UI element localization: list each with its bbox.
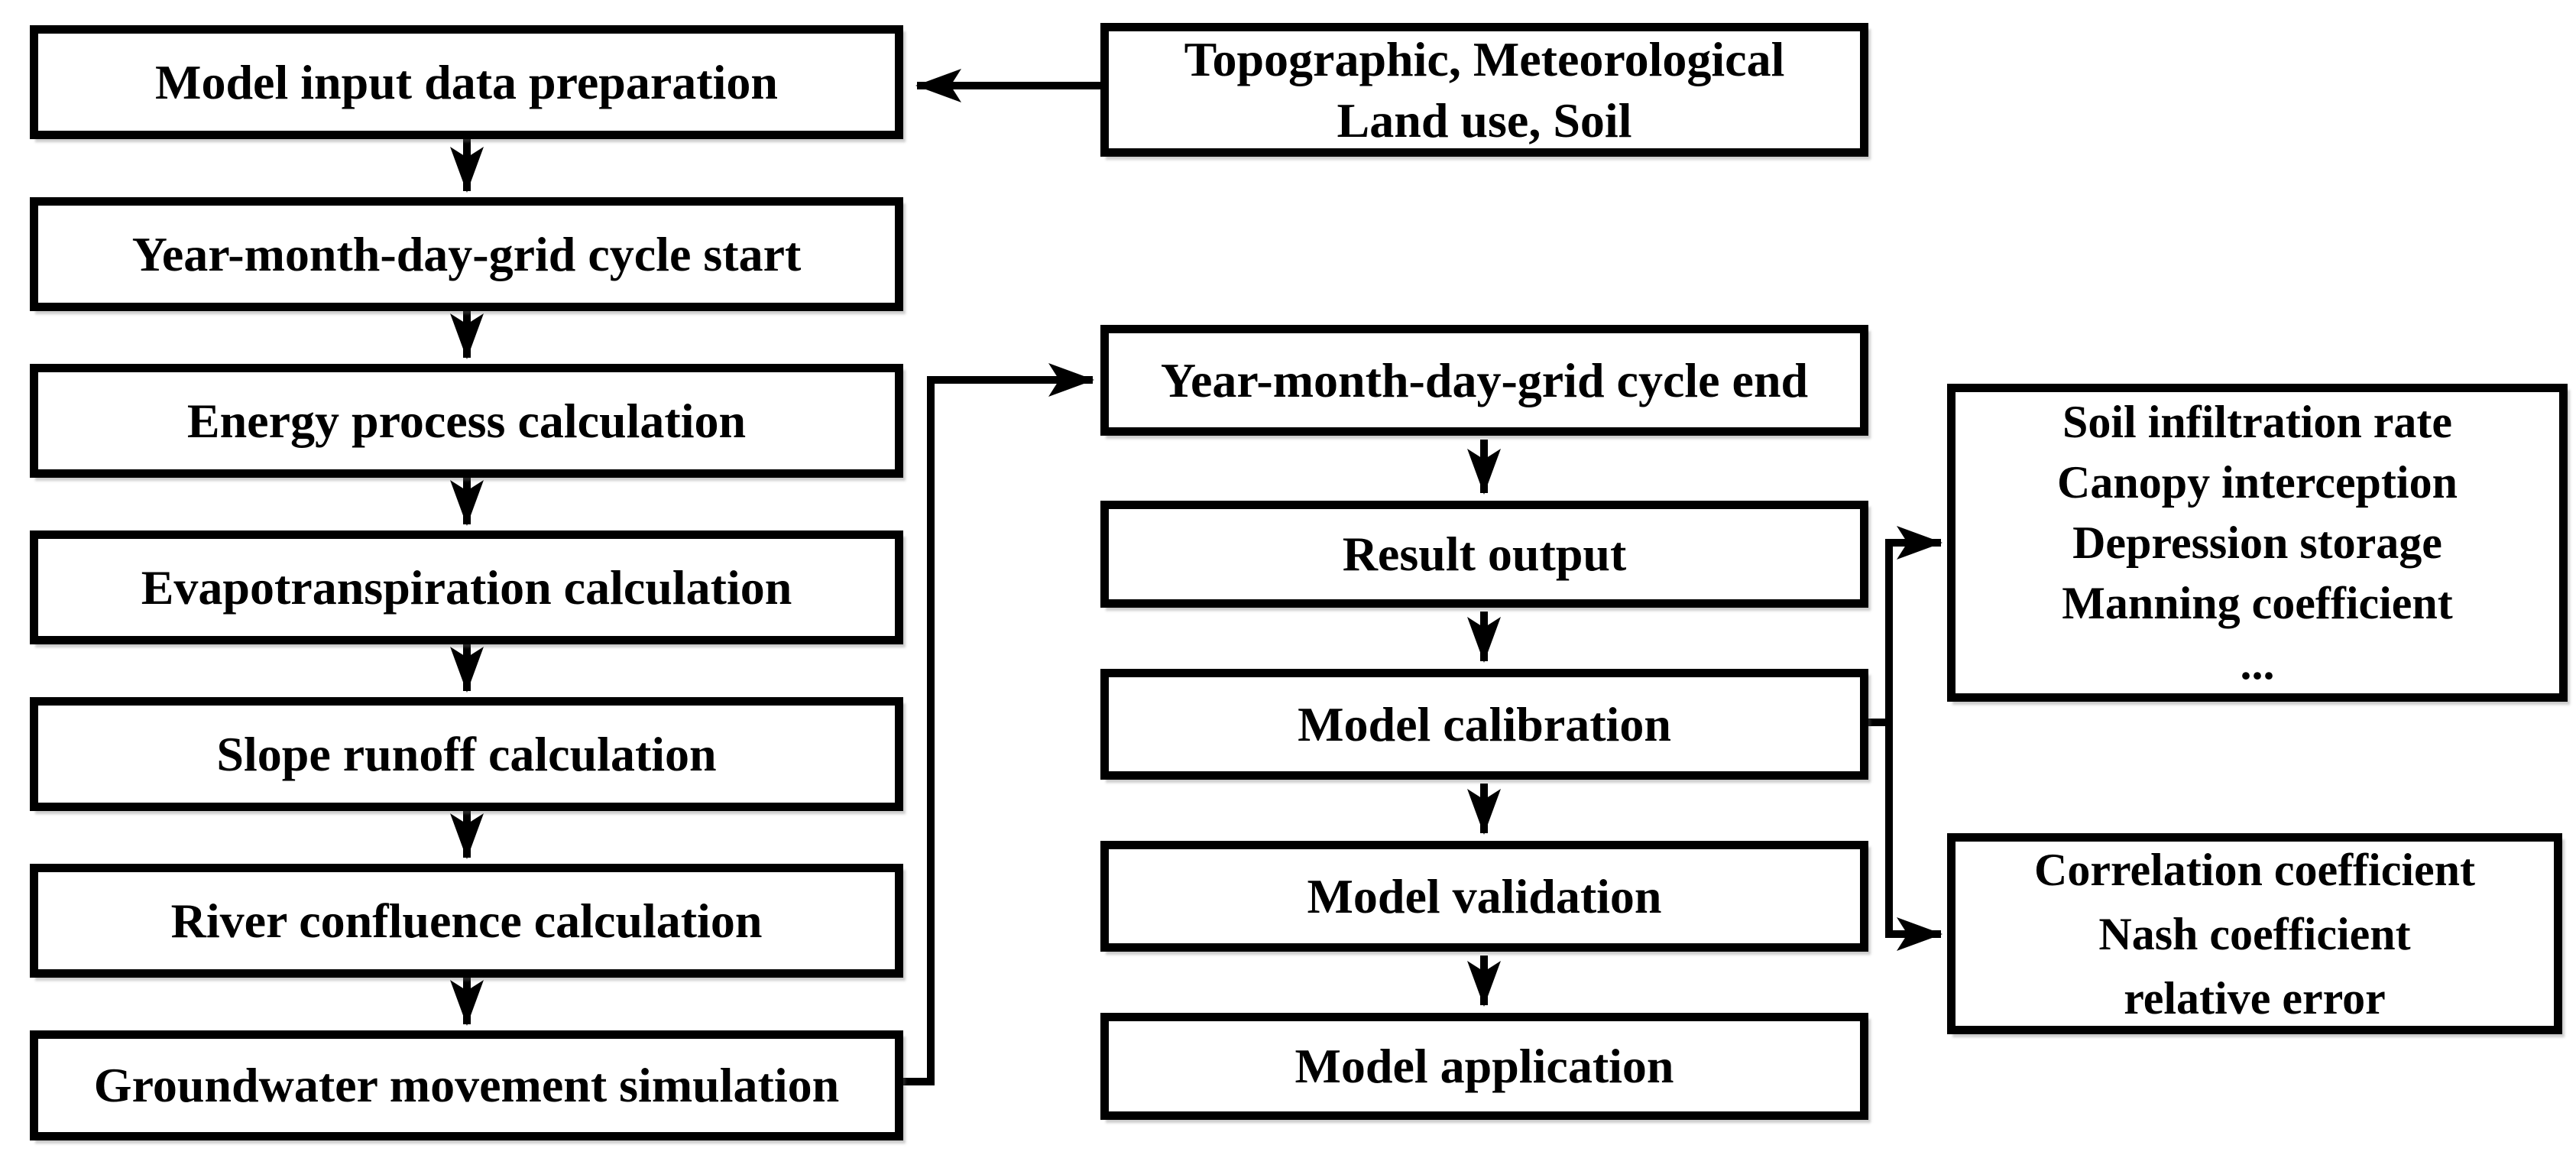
box-label: Model input data preparation — [155, 54, 778, 109]
box-cycle-start: Year-month-day-grid cycle start — [30, 197, 903, 311]
box-label: Slope runoff calculation — [216, 726, 717, 781]
box-evaluation-metrics: Correlation coefficient Nash coefficient… — [1947, 833, 2562, 1034]
box-line: Manning coefficient — [2062, 577, 2453, 628]
box-label: Evapotranspiration calculation — [141, 560, 792, 615]
box-groundwater-movement-simulation: Groundwater movement simulation — [30, 1030, 903, 1140]
box-cycle-end: Year-month-day-grid cycle end — [1100, 325, 1868, 436]
box-line: Correlation coefficient — [2033, 844, 2475, 895]
box-label: Groundwater movement simulation — [93, 1058, 840, 1112]
box-line: ... — [2240, 638, 2275, 689]
box-river-confluence-calculation: River confluence calculation — [30, 864, 903, 978]
box-line: relative error — [2124, 972, 2386, 1024]
box-label: Year-month-day-grid cycle start — [131, 226, 802, 281]
box-label: Model validation — [1307, 868, 1662, 923]
box-result-output: Result output — [1100, 501, 1868, 608]
box-energy-process-calculation: Energy process calculation — [30, 364, 903, 478]
box-model-calibration: Model calibration — [1100, 669, 1868, 780]
box-label: Model calibration — [1298, 696, 1671, 751]
box-model-validation: Model validation — [1100, 841, 1868, 952]
box-label: Energy process calculation — [186, 393, 747, 448]
box-slope-runoff-calculation: Slope runoff calculation — [30, 697, 903, 811]
connector-groundwater-to-cycle-end — [903, 363, 1094, 1085]
box-calibration-parameters: Soil infiltration rate Canopy intercepti… — [1947, 384, 2568, 702]
box-model-input-data-preparation: Model input data preparation — [30, 25, 903, 139]
box-label: Year-month-day-grid cycle end — [1160, 352, 1809, 407]
box-line: Land use, Soil — [1337, 92, 1632, 148]
box-line: Topographic, Meteorological — [1184, 31, 1785, 86]
box-line: Canopy interception — [2057, 456, 2458, 508]
box-line: Nash coefficient — [2098, 908, 2411, 959]
connector-calibration-to-parameters — [1868, 526, 1943, 726]
box-line: Soil infiltration rate — [2062, 396, 2452, 447]
connector-calibration-to-metrics — [1885, 722, 1943, 951]
box-line: Depression storage — [2072, 517, 2442, 568]
box-model-application: Model application — [1100, 1013, 1868, 1120]
box-input-sources: Topographic, Meteorological Land use, So… — [1100, 23, 1868, 157]
box-label: Model application — [1294, 1039, 1674, 1093]
box-evapotranspiration-calculation: Evapotranspiration calculation — [30, 530, 903, 644]
box-label: River confluence calculation — [170, 893, 763, 948]
box-label: Result output — [1342, 527, 1627, 581]
